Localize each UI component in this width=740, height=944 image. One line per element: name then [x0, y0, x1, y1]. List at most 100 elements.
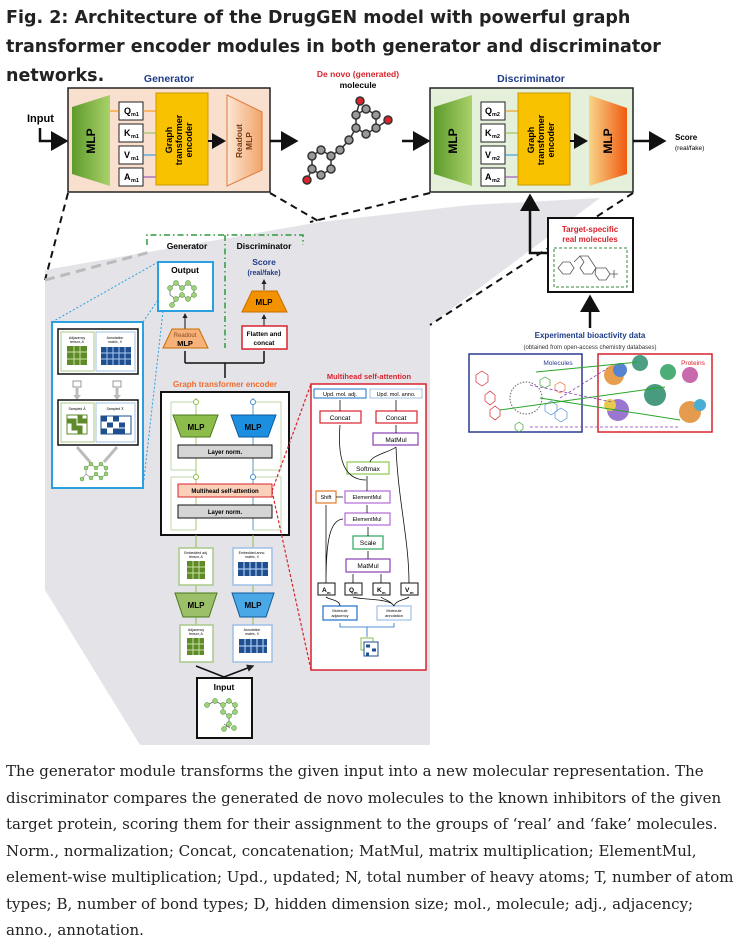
embed-mlp-green: [174, 592, 218, 618]
svg-text:MLP: MLP: [446, 128, 460, 153]
svg-text:Molecules: Molecules: [543, 360, 573, 367]
layer-norm: [177, 504, 273, 519]
svg-text:K: K: [485, 128, 492, 138]
svg-text:Q: Q: [485, 106, 492, 116]
svg-text:Proteins: Proteins: [681, 360, 706, 367]
embed-mlp-blue: [231, 592, 275, 618]
svg-text:Adjacency: Adjacency: [188, 628, 204, 632]
svg-text:annotation: annotation: [385, 614, 403, 618]
sampling-panel: Adjacency tensor, A Annotation matrix, X…: [51, 321, 144, 489]
flatten-concat-box: [241, 325, 288, 350]
svg-text:molecule: molecule: [340, 80, 377, 90]
svg-text:MLP: MLP: [84, 128, 98, 153]
svg-text:matrix, X: matrix, X: [245, 555, 259, 559]
discriminator-mlp: [589, 95, 627, 186]
svg-text:V: V: [405, 587, 410, 594]
embedded-annotation-matrix: Embedded anno. matrix, X: [232, 547, 273, 586]
svg-text:Embedded adj.: Embedded adj.: [184, 551, 208, 555]
svg-text:Graphtransformerencoder: Graphtransformerencoder: [526, 114, 556, 165]
svg-text:tensor, A: tensor, A: [70, 340, 84, 344]
svg-text:A: A: [124, 172, 131, 182]
svg-text:m: m: [354, 590, 358, 595]
score-label: Score: [675, 133, 698, 142]
svg-text:m2: m2: [492, 156, 500, 162]
svg-text:MLP: MLP: [601, 128, 615, 153]
discriminator-label: Discriminator: [497, 73, 565, 85]
svg-text:Flatten and: Flatten and: [247, 331, 282, 338]
svg-text:m2: m2: [492, 112, 500, 118]
target-specific-real-molecules: Target-specific real molecules: [547, 217, 634, 293]
svg-text:ReadoutMLP: ReadoutMLP: [234, 124, 254, 158]
svg-text:Annotation: Annotation: [107, 336, 124, 340]
svg-text:Target-specific: Target-specific: [562, 225, 619, 234]
svg-text:ElementMul: ElementMul: [352, 517, 381, 523]
svg-text:MLP: MLP: [245, 423, 263, 432]
generated-molecule: [302, 96, 393, 185]
svg-text:MLP: MLP: [245, 601, 263, 610]
svg-text:V: V: [124, 150, 130, 160]
svg-text:Q: Q: [349, 587, 354, 594]
svg-text:Q: Q: [124, 106, 131, 116]
svg-text:m: m: [327, 590, 331, 595]
embedded-adjacency-tensor: Embedded adj. tensor, A: [178, 547, 214, 586]
svg-text:Upd. mol. anno.: Upd. mol. anno.: [377, 392, 416, 398]
svg-text:matrix, X: matrix, X: [108, 340, 122, 344]
molecules-panel: Molecules: [468, 353, 583, 433]
svg-text:Upd. mol. adj.: Upd. mol. adj.: [323, 392, 357, 398]
detail-input-box: Input: [196, 677, 253, 739]
svg-text:Graphtransformerencoder: Graphtransformerencoder: [164, 114, 194, 165]
detail-discriminator-label: Discriminator: [237, 241, 292, 251]
svg-text:Layer norm.: Layer norm.: [208, 510, 243, 516]
svg-text:A: A: [322, 587, 327, 594]
svg-text:tensor, A: tensor, A: [189, 555, 203, 559]
svg-text:Input: Input: [214, 682, 235, 692]
gte-title: Graph transformer encoder: [173, 380, 277, 389]
svg-text:m1: m1: [131, 134, 139, 140]
readout-mlp: [226, 94, 263, 187]
input-label: Input: [27, 113, 54, 125]
svg-text:Softmax: Softmax: [356, 466, 381, 473]
mhsa-panel-title: Multihead self-attention: [327, 372, 412, 381]
generator-label: Generator: [144, 73, 194, 85]
svg-text:concat: concat: [254, 340, 276, 347]
svg-text:Shift: Shift: [320, 495, 331, 501]
adjacency-tensor: Adjacency tensor, A: [179, 624, 214, 663]
figure-title: Fig. 2: Architecture of the DrugGEN mode…: [6, 8, 661, 86]
svg-text:Molecule: Molecule: [332, 609, 347, 613]
layer-norm: [177, 444, 273, 459]
svg-text:Concat: Concat: [386, 415, 407, 422]
svg-text:m: m: [410, 590, 414, 595]
svg-text:Molecule: Molecule: [386, 609, 401, 613]
svg-text:MLP: MLP: [256, 298, 274, 307]
svg-text:adjacency: adjacency: [331, 614, 348, 618]
svg-text:Readout: Readout: [174, 333, 197, 339]
proteins-panel: Proteins: [597, 353, 713, 433]
multihead-self-attention-panel: Upd. mol. adj. Upd. mol. anno. Concat Co…: [310, 383, 427, 671]
detail-generator-label: Generator: [167, 241, 208, 251]
svg-text:Concat: Concat: [330, 415, 351, 422]
svg-text:Score: Score: [252, 257, 276, 267]
svg-text:(real/fake): (real/fake): [675, 145, 704, 152]
svg-text:Sampled X̂: Sampled X̂: [106, 406, 124, 411]
output-box: Output: [157, 261, 214, 312]
svg-text:Multihead self-attention: Multihead self-attention: [191, 489, 259, 495]
svg-text:m2: m2: [492, 178, 500, 184]
svg-text:m1: m1: [131, 178, 139, 184]
generator-mlp: [72, 95, 110, 186]
svg-text:matrix, X: matrix, X: [245, 632, 259, 636]
svg-text:MatMul: MatMul: [357, 563, 379, 570]
svg-text:Embedded anno.: Embedded anno.: [239, 551, 266, 555]
svg-text:ElementMul: ElementMul: [352, 495, 381, 501]
svg-text:MLP: MLP: [188, 601, 206, 610]
svg-text:V: V: [485, 150, 491, 160]
detail-discriminator-mlp: [241, 290, 288, 313]
svg-text:Adjacency: Adjacency: [69, 336, 85, 340]
bioactivity-title: Experimental bioactivity data: [535, 331, 646, 340]
figure-caption: The generator module transforms the give…: [6, 762, 734, 939]
svg-text:real molecules: real molecules: [562, 235, 618, 244]
svg-text:Scale: Scale: [360, 540, 377, 547]
generator-graph-transformer-encoder: [155, 92, 209, 186]
